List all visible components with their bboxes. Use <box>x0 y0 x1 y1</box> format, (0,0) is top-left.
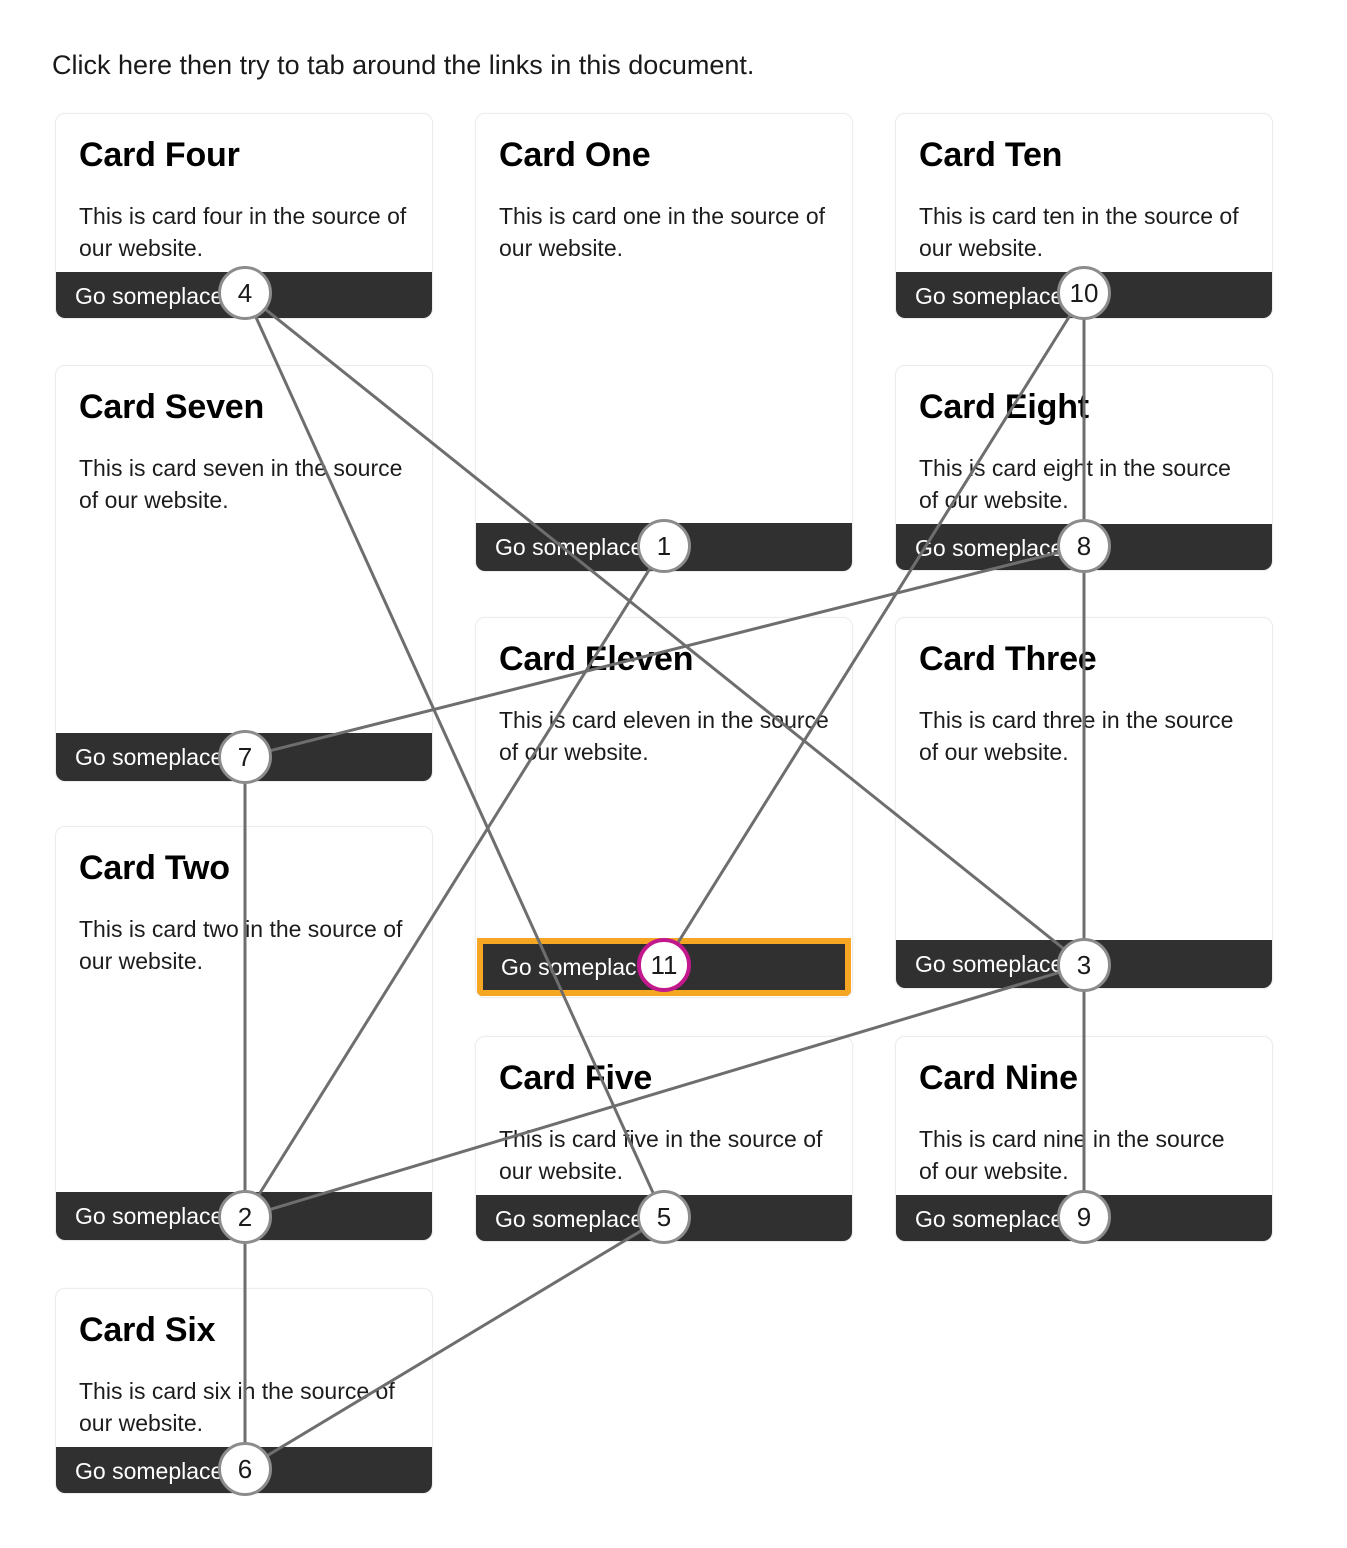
card-link-go-someplace[interactable]: Go someplace <box>501 954 650 980</box>
card-title: Card Eight <box>919 388 1089 426</box>
card-description: This is card ten in the source of our we… <box>919 203 1239 261</box>
card-description: This is card six in the source of our we… <box>79 1378 395 1436</box>
card-title: Card Six <box>79 1311 216 1349</box>
tab-order-badge-2: 2 <box>218 1190 272 1244</box>
card-link-go-someplace[interactable]: Go someplace <box>915 1206 1064 1232</box>
card-link-go-someplace[interactable]: Go someplace <box>75 1458 224 1484</box>
card-description: This is card three in the source of our … <box>919 707 1234 765</box>
card-link-go-someplace[interactable]: Go someplace <box>75 283 224 309</box>
card-title: Card Two <box>79 849 230 887</box>
card-title: Card One <box>499 136 651 174</box>
card-description: This is card four in the source of our w… <box>79 203 407 261</box>
card-title: Card Seven <box>79 388 265 426</box>
tab-order-badge-11: 11 <box>637 938 691 992</box>
card-description: This is card eight in the source of our … <box>919 455 1231 513</box>
tab-order-badge-6: 6 <box>218 1442 272 1496</box>
card-description: This is card nine in the source of our w… <box>919 1126 1225 1184</box>
tab-order-badge-8: 8 <box>1057 519 1111 573</box>
card-description: This is card five in the source of our w… <box>499 1126 823 1184</box>
tab-order-badge-4: 4 <box>218 266 272 320</box>
card-description: This is card two in the source of our we… <box>79 916 403 974</box>
card-title: Card Five <box>499 1059 653 1097</box>
card-title: Card Nine <box>919 1059 1078 1097</box>
intro-instruction-text: Click here then try to tab around the li… <box>52 50 755 80</box>
tab-order-badge-1: 1 <box>637 519 691 573</box>
card-link-go-someplace[interactable]: Go someplace <box>915 283 1064 309</box>
card-link-go-someplace[interactable]: Go someplace <box>915 951 1064 977</box>
card-link-go-someplace[interactable]: Go someplace <box>915 535 1064 561</box>
tab-order-badge-3: 3 <box>1057 938 1111 992</box>
card-description: This is card eleven in the source of our… <box>499 707 829 765</box>
card-description: This is card one in the source of our we… <box>499 203 825 261</box>
card-title: Card Four <box>79 136 240 174</box>
card-title: Card Three <box>919 640 1097 678</box>
tab-order-badge-9: 9 <box>1057 1190 1111 1244</box>
card-link-go-someplace[interactable]: Go someplace <box>495 534 644 560</box>
card-link-go-someplace[interactable]: Go someplace <box>75 1203 224 1229</box>
card-link-go-someplace[interactable]: Go someplace <box>75 744 224 770</box>
card-link-go-someplace[interactable]: Go someplace <box>495 1206 644 1232</box>
tab-order-badge-10: 10 <box>1057 266 1111 320</box>
tab-order-badge-7: 7 <box>218 730 272 784</box>
tab-order-badge-5: 5 <box>637 1190 691 1244</box>
card-title: Card Eleven <box>499 640 694 678</box>
card-title: Card Ten <box>919 136 1063 174</box>
card-description: This is card seven in the source of our … <box>79 455 403 513</box>
